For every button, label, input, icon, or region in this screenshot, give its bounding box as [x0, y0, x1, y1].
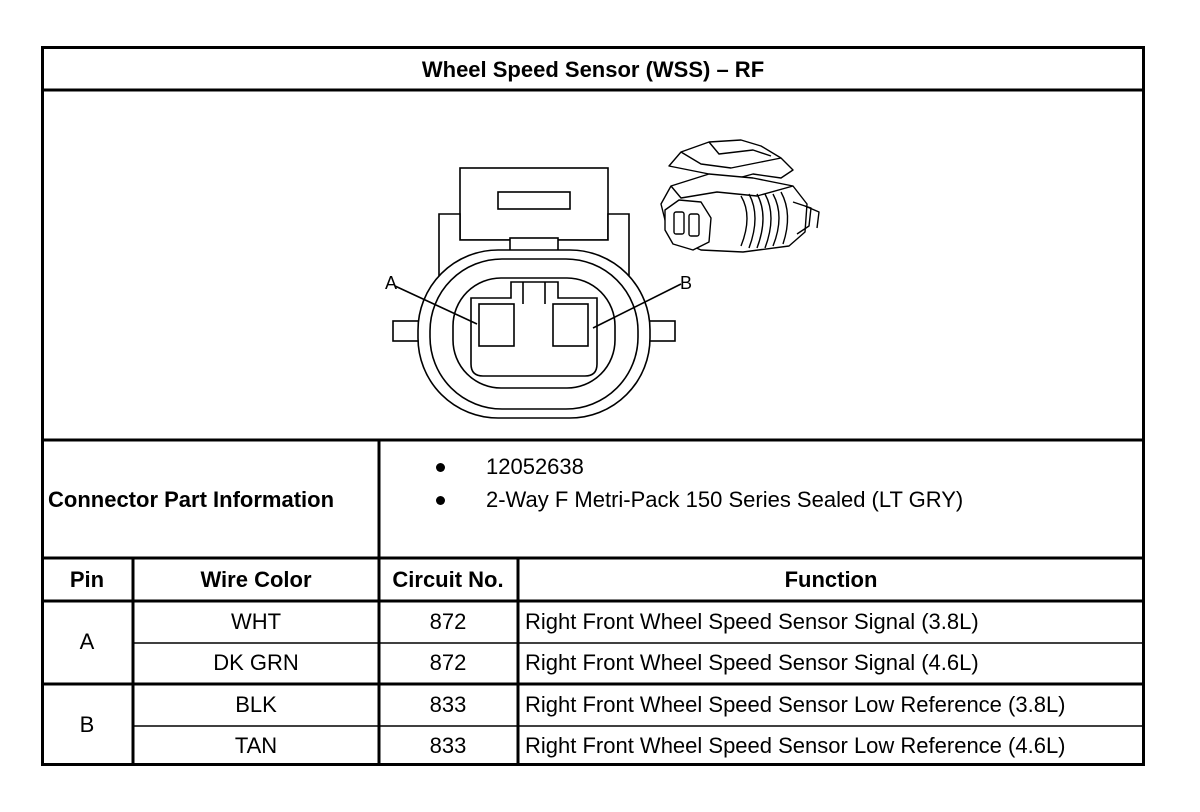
wire-color-cell: DK GRN	[213, 650, 299, 675]
bullet-icon	[436, 463, 445, 472]
header-function: Function	[784, 567, 878, 592]
function-cell: Right Front Wheel Speed Sensor Signal (3…	[525, 609, 979, 634]
wire-color-cell: TAN	[234, 733, 278, 758]
pin-cell-a: A	[79, 629, 95, 654]
header-circuit-no: Circuit No.	[392, 567, 504, 592]
bullet-icon	[436, 496, 445, 505]
pin-cell-b: B	[79, 712, 95, 737]
page-title: Wheel Speed Sensor (WSS) – RF	[421, 57, 765, 82]
pin-label-b: B	[680, 273, 693, 293]
function-cell: Right Front Wheel Speed Sensor Low Refer…	[525, 733, 1066, 758]
connector-description: 2-Way F Metri-Pack 150 Series Sealed (LT…	[486, 487, 964, 512]
header-pin: Pin	[69, 567, 105, 592]
connector-document: Wheel Speed Sensor (WSS) – RF A B Connec…	[41, 46, 1145, 766]
function-cell: Right Front Wheel Speed Sensor Signal (4…	[525, 650, 979, 675]
circuit-cell: 872	[429, 650, 467, 675]
wire-color-cell: BLK	[235, 692, 277, 717]
circuit-cell: 872	[429, 609, 467, 634]
wire-color-cell: WHT	[230, 609, 282, 634]
part-number: 12052638	[486, 454, 584, 479]
circuit-cell: 833	[429, 733, 467, 758]
circuit-cell: 833	[429, 692, 467, 717]
connector-info-label: Connector Part Information	[48, 487, 335, 512]
function-cell: Right Front Wheel Speed Sensor Low Refer…	[525, 692, 1066, 717]
pin-label-a: A	[385, 273, 398, 293]
header-wire-color: Wire Color	[200, 567, 312, 592]
